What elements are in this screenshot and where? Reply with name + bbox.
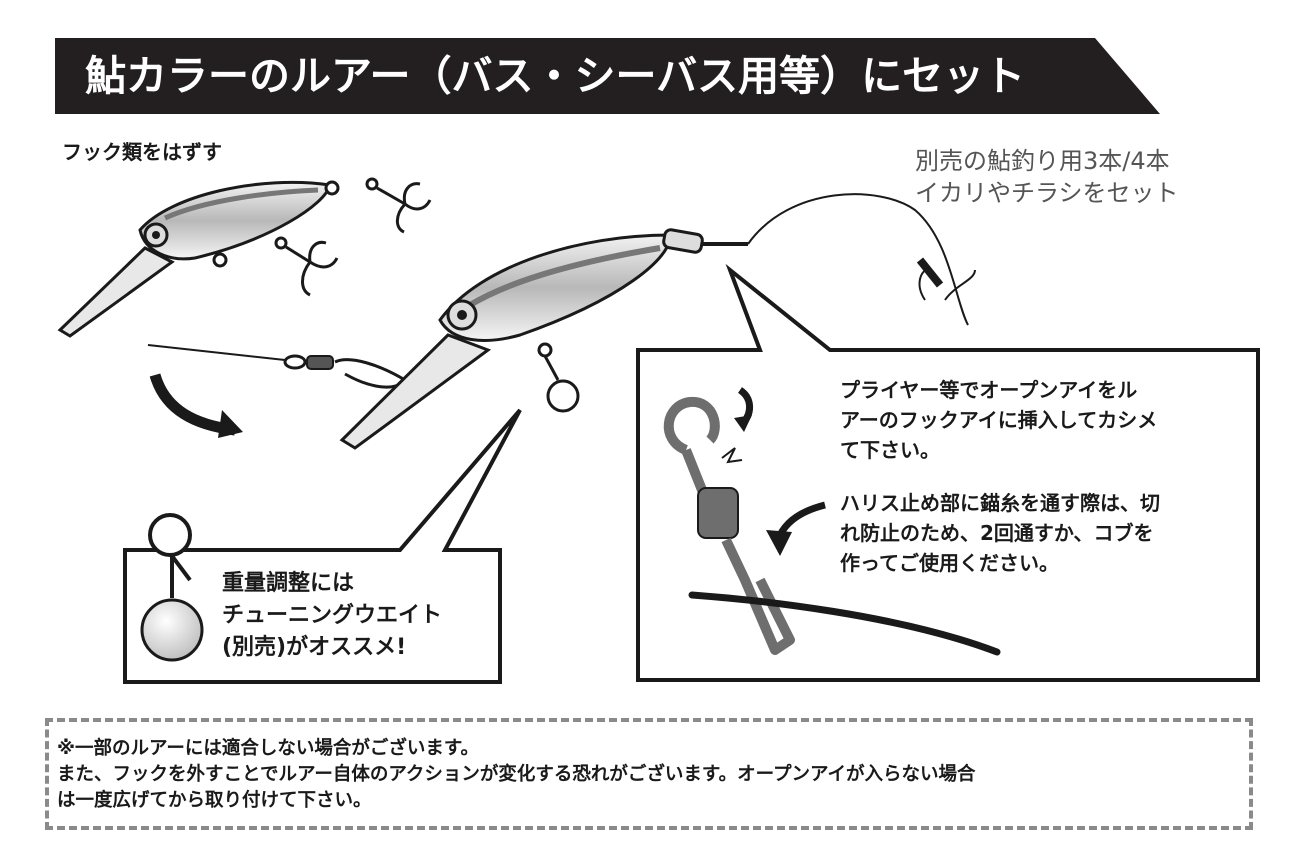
page-title: 鮎カラーのルアー（バス・シーバス用等）にセット [85, 52, 1026, 100]
harisu-line: れ防止のため、2回通すか、コブを [840, 521, 1154, 545]
side-note-line: イカリやチラシをセット [915, 179, 1179, 207]
harisu-line: ハリス止め部に錨糸を通す際は、切 [840, 491, 1160, 515]
side-note: 別売の鮎釣り用3本/4本 イカリやチラシをセット [915, 145, 1179, 209]
side-note-line: 別売の鮎釣り用3本/4本 [915, 147, 1170, 175]
treble-hook-removed [365, 177, 432, 234]
tuning-line: チューニングウエイト [222, 603, 443, 628]
tuning-bubble-text: 重量調整には チューニングウエイト (別売)がオススメ! [222, 568, 442, 664]
notice-line: また、フックを外すことでルアー自体のアクションが変化する恐れがございます。オープ… [57, 764, 976, 785]
title-banner-background [55, 38, 1160, 114]
lure-lip [57, 246, 175, 338]
line-with-swivel [147, 344, 408, 389]
instruction-panel [636, 263, 1260, 682]
tuning-weight-ball [140, 598, 204, 662]
fishing-line [688, 591, 1001, 656]
lure-lip [339, 333, 492, 450]
small-lure [57, 180, 340, 338]
notice-line: は一度広げてから取り付けて下さい。 [57, 790, 372, 811]
notice-box: ※一部のルアーには適合しない場合がございます。 また、フックを外すことでルアー自… [45, 718, 1253, 830]
tuning-line: (別売)がオススメ! [222, 635, 407, 660]
plier-instruction: プライヤー等でオープンアイをル アーのフックアイに挿入してカシメ て下さい。 [840, 375, 1157, 465]
tuning-line: 重量調整には [222, 571, 355, 596]
plier-line: プライヤー等でオープンアイをル [840, 378, 1138, 402]
open-eye-swivel-closeup [663, 387, 795, 655]
plier-line: て下さい。 [840, 438, 940, 462]
main-lure [339, 228, 748, 450]
harisu-instruction: ハリス止め部に錨糸を通す際は、切 れ防止のため、2回通すか、コブを 作ってご使用… [840, 488, 1160, 578]
step-remove-hooks: フック類をはずす [62, 140, 222, 164]
treble-hook-removed-2 [274, 236, 339, 297]
tuning-bubble [123, 408, 522, 684]
ayu-rig [747, 193, 976, 326]
title-banner: 鮎カラーのルアー（バス・シーバス用等）にセット [55, 38, 1160, 114]
plier-line: アーのフックアイに挿入してカシメ [840, 408, 1158, 432]
harisu-line: 作ってご使用ください。 [840, 551, 1059, 575]
notice-line: ※一部のルアーには適合しない場合がございます。 [57, 738, 480, 759]
tuning-weight-ring [148, 513, 192, 557]
